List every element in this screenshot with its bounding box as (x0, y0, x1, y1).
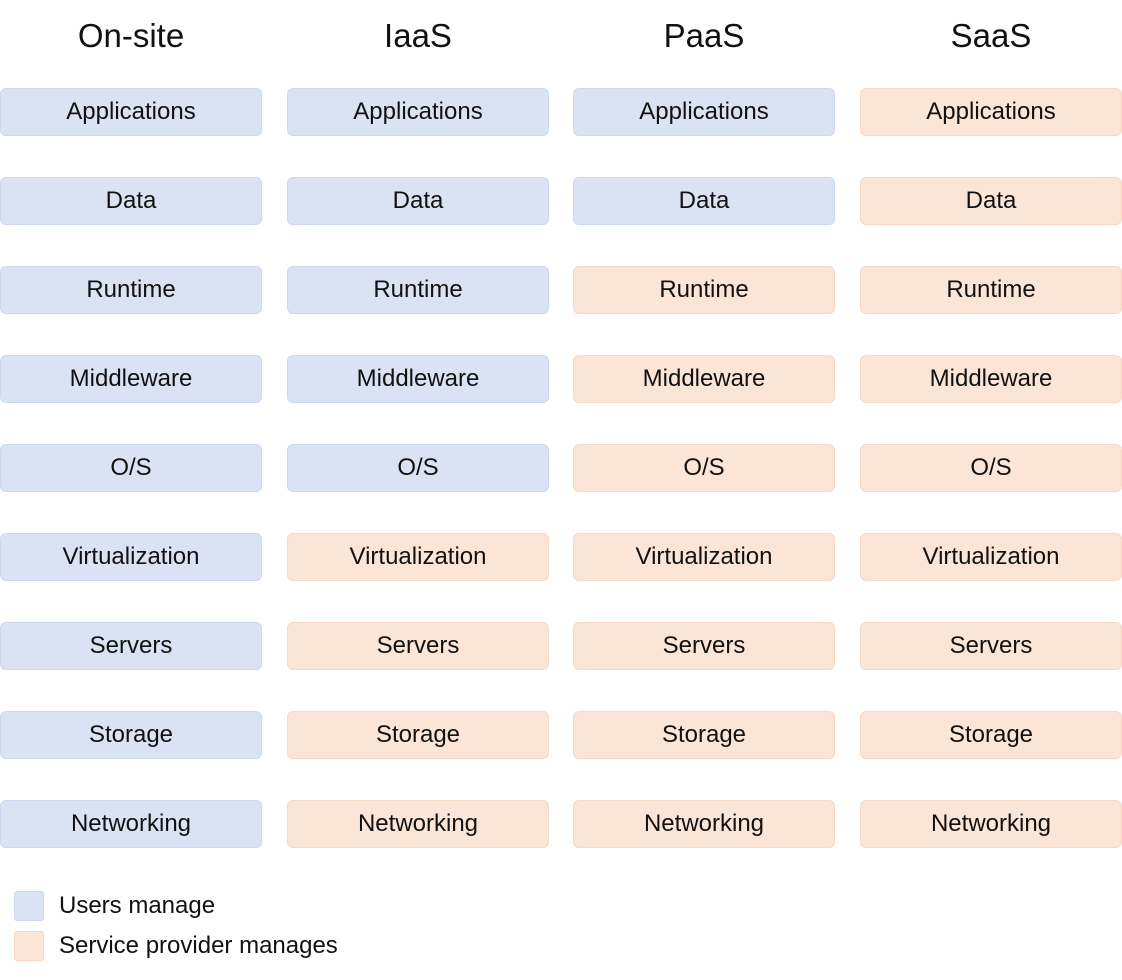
layer-networking: Networking (0, 800, 262, 848)
layer-middleware: Middleware (287, 355, 549, 403)
layer-virtualization: Virtualization (573, 533, 835, 581)
layer-data: Data (287, 177, 549, 225)
legend-swatch-provider (14, 931, 44, 961)
legend-item-provider: Service provider manages (14, 930, 338, 962)
layer-servers: Servers (0, 622, 262, 670)
legend-label-provider: Service provider manages (59, 932, 338, 959)
layer-middleware: Middleware (0, 355, 262, 403)
layer-virtualization: Virtualization (860, 533, 1122, 581)
layer-servers: Servers (573, 622, 835, 670)
layer-os: O/S (0, 444, 262, 492)
layer-networking: Networking (287, 800, 549, 848)
layer-runtime: Runtime (860, 266, 1122, 314)
legend-label-users: Users manage (59, 892, 216, 919)
layer-middleware: Middleware (860, 355, 1122, 403)
layer-os: O/S (287, 444, 549, 492)
layer-data: Data (573, 177, 835, 225)
column-header-iaas: IaaS (384, 17, 452, 54)
layer-servers: Servers (287, 622, 549, 670)
legend-item-users: Users manage (14, 890, 215, 922)
layer-os: O/S (860, 444, 1122, 492)
layer-networking: Networking (860, 800, 1122, 848)
layer-runtime: Runtime (0, 266, 262, 314)
layer-data: Data (0, 177, 262, 225)
layer-applications: Applications (860, 88, 1122, 136)
layer-storage: Storage (573, 711, 835, 759)
layer-middleware: Middleware (573, 355, 835, 403)
legend-swatch-users (14, 891, 44, 921)
column-header-saas: SaaS (950, 17, 1032, 54)
layer-applications: Applications (0, 88, 262, 136)
layer-storage: Storage (860, 711, 1122, 759)
column-header-on-site: On-site (77, 17, 185, 54)
layer-data: Data (860, 177, 1122, 225)
layer-runtime: Runtime (287, 266, 549, 314)
layer-servers: Servers (860, 622, 1122, 670)
column-header-paas: PaaS (663, 17, 745, 54)
layer-virtualization: Virtualization (0, 533, 262, 581)
layer-runtime: Runtime (573, 266, 835, 314)
layer-networking: Networking (573, 800, 835, 848)
layer-storage: Storage (0, 711, 262, 759)
layer-virtualization: Virtualization (287, 533, 549, 581)
layer-storage: Storage (287, 711, 549, 759)
layer-os: O/S (573, 444, 835, 492)
layer-applications: Applications (573, 88, 835, 136)
layer-applications: Applications (287, 88, 549, 136)
